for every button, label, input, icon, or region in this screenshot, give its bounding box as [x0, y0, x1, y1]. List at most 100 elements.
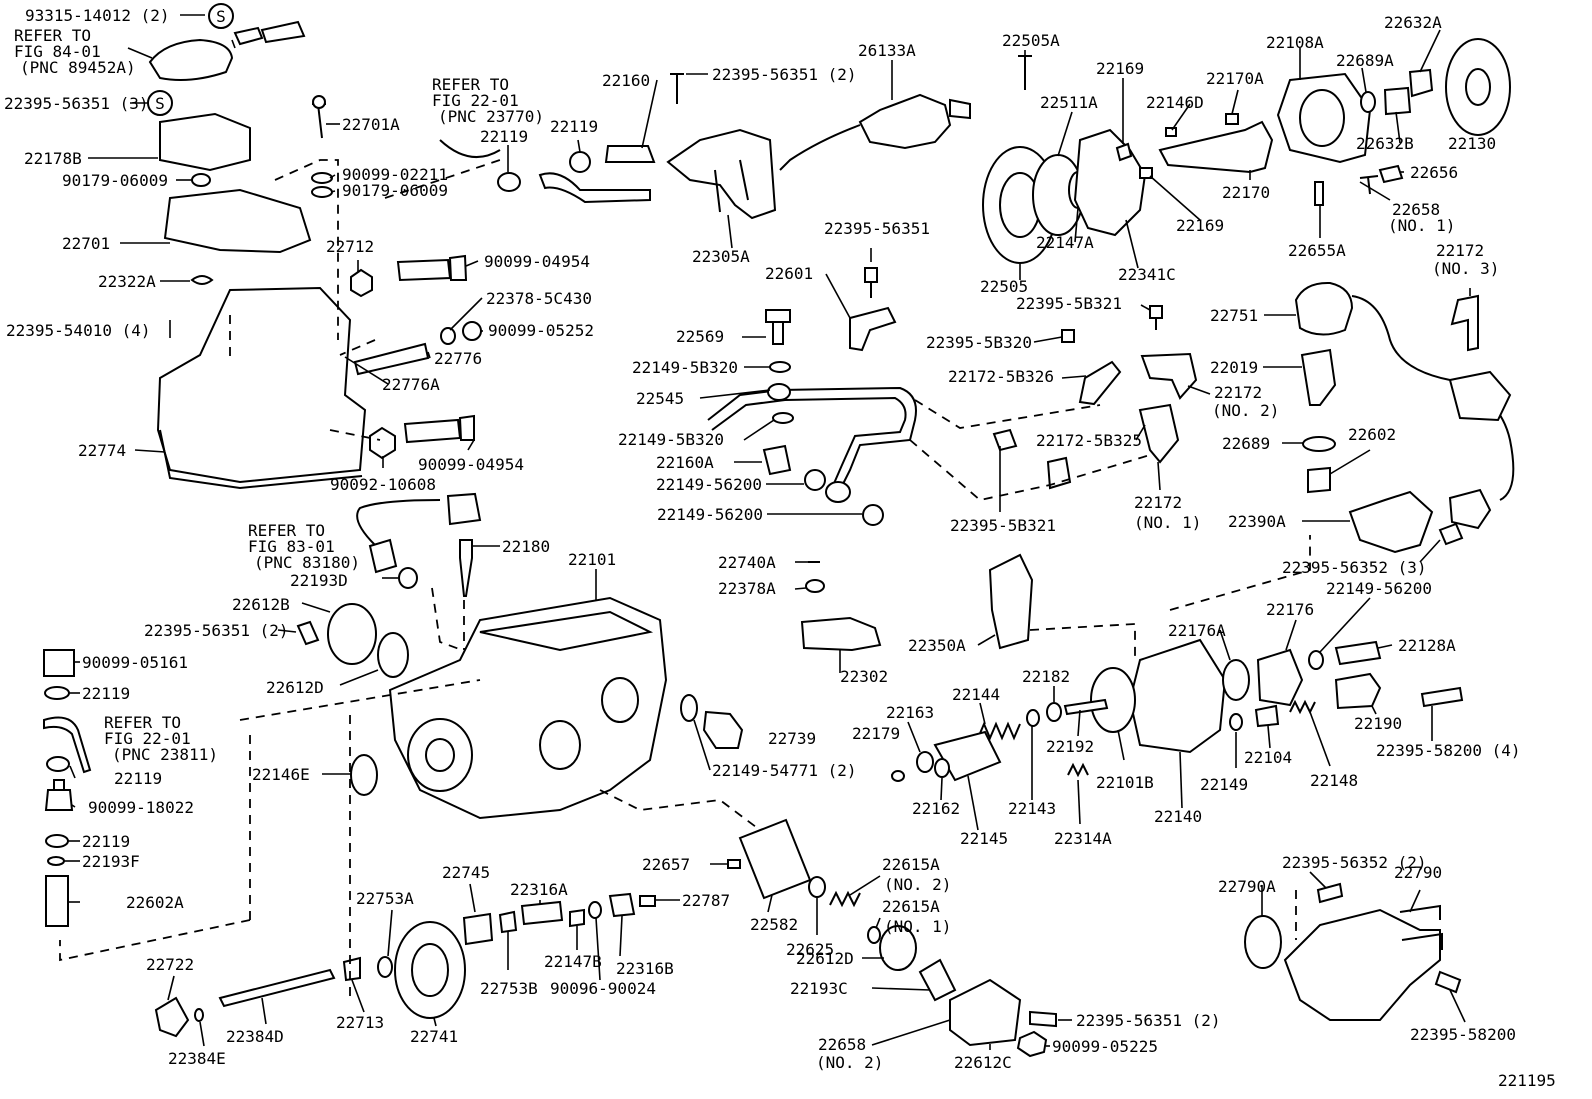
label-22172-5b326: 22172-5B326 [948, 367, 1054, 386]
label-22612c: 22612C [954, 1053, 1012, 1072]
label-22322a: 22322A [98, 272, 156, 291]
label-22128a: 22128A [1398, 636, 1456, 655]
label-22163: 22163 [886, 703, 934, 722]
sleeve-22582 [738, 818, 812, 900]
label-22169-a: 22169 [1096, 59, 1144, 78]
label-22144: 22144 [952, 685, 1000, 704]
label-22162: 22162 [912, 799, 960, 818]
label-22601: 22601 [765, 264, 813, 283]
oring-22193D [398, 567, 418, 589]
label-refer-to-2201-a: REFER TO [432, 75, 509, 94]
bolt-22395-58200-4 [1420, 686, 1464, 708]
label-90179-06009-a: 90179-06009 [62, 171, 168, 190]
ring-22625 [808, 876, 826, 898]
cover-22108A [1276, 72, 1372, 164]
oring-22790A [1244, 915, 1282, 969]
label-22395-5b320: 22395-5B320 [926, 333, 1032, 352]
bushing-22146E [350, 754, 378, 796]
link-22172-5B326 [1078, 360, 1122, 406]
label-fig-22-01-a: FIG 22-01 [432, 91, 519, 110]
sensor-83-01-plug [446, 492, 482, 526]
label-22569: 22569 [676, 327, 724, 346]
gasket-22119b [569, 151, 591, 173]
label-22722: 22722 [146, 955, 194, 974]
label-22612d-b: 22612D [796, 949, 854, 968]
ring-22193F [47, 856, 65, 866]
label-22314a: 22314A [1054, 829, 1112, 848]
pipe-end-nut [825, 481, 851, 503]
washer-22753B [498, 910, 518, 934]
union-pipe [538, 172, 651, 204]
label-22172-no3: 22172 [1436, 241, 1484, 260]
label-22615a-no1-qualifier: (NO. 1) [884, 917, 951, 936]
label-22753b: 22753B [480, 979, 538, 998]
label-22395-5b321-a: 22395-5B321 [1016, 294, 1122, 313]
ring-22741-inner [411, 943, 449, 997]
gasket-22119d [46, 756, 70, 772]
label-22384e: 22384E [168, 1049, 226, 1068]
label-s-top: S [216, 7, 226, 26]
label-22657: 22657 [642, 855, 690, 874]
plate-22713 [342, 956, 361, 982]
label-22545: 22545 [636, 389, 684, 408]
bolt-22395-56352-3 [1438, 522, 1464, 546]
oring-22378A [805, 579, 825, 593]
ring-22149-56200c [1308, 650, 1324, 670]
key-22170A [1225, 113, 1239, 125]
gasket-22119a [497, 172, 521, 192]
label-22172-no2-qualifier: (NO. 2) [1212, 401, 1279, 420]
lever-22172-1 [1138, 403, 1180, 464]
label-22395-58200: 22395-58200 [1410, 1025, 1516, 1044]
oring-22689 [1302, 436, 1336, 452]
spring-22602 [1307, 466, 1331, 494]
housing-22101-top [479, 610, 654, 652]
bolt-22601 [864, 267, 878, 298]
label-22182: 22182 [1022, 667, 1070, 686]
sensor-83-01 [368, 538, 398, 574]
label-22615a-no2: 22615A [882, 855, 940, 874]
label-22395-54010-4: 22395-54010 (4) [6, 321, 151, 340]
label-22180: 22180 [502, 537, 550, 556]
label-22384d: 22384D [226, 1027, 284, 1046]
label-22658-no1: 22658 [1392, 200, 1440, 219]
lever-22701 [163, 188, 312, 254]
sensor-connector [233, 20, 306, 46]
union-bolt-22545 [767, 383, 791, 401]
label-22149-5b320-b: 22149-5B320 [618, 430, 724, 449]
ring-22179 [891, 770, 905, 782]
label-22145: 22145 [960, 829, 1008, 848]
label-22172-no1: 22172 [1134, 493, 1182, 512]
bolt-top-22395 [670, 73, 684, 104]
label-22615a-no2-qualifier: (NO. 2) [884, 875, 951, 894]
oring-22101B [1090, 667, 1136, 733]
bolt-22776 [353, 342, 430, 376]
pipe-22545 [707, 386, 917, 491]
label-22741: 22741 [410, 1027, 458, 1046]
bolt-22569 [765, 309, 791, 345]
label-22753a: 22753A [356, 889, 414, 908]
label-22395-56351-2-a: 22395-56351 (2) [712, 65, 857, 84]
ring-22753A [377, 956, 393, 978]
gasket-22119c [44, 686, 70, 700]
label-22602: 22602 [1348, 425, 1396, 444]
bolt-22395-5B321b [992, 428, 1018, 452]
label-22178b: 22178B [24, 149, 82, 168]
oring-22612D [377, 632, 409, 678]
gasket-22149-56200a [804, 469, 826, 491]
ring-22143 [1026, 709, 1040, 727]
bolt-22395-58200 [1434, 970, 1462, 994]
label-22101b: 22101B [1096, 773, 1154, 792]
washer-90099-02211 [311, 172, 333, 184]
pin-22316B [608, 892, 636, 918]
connector-22390A [1448, 488, 1492, 530]
label-22119-a: 22119 [480, 127, 528, 146]
label-22776a: 22776A [382, 375, 440, 394]
spring-22314A [1067, 762, 1089, 778]
label-22119-e: 22119 [82, 832, 130, 851]
label-22019: 22019 [1210, 358, 1258, 377]
label-22179: 22179 [852, 724, 900, 743]
pin-22655A [1314, 181, 1324, 206]
label-22395-56351-2-c: 22395-56351 (2) [1076, 1011, 1221, 1030]
pipe-ref-2201 [439, 139, 501, 158]
